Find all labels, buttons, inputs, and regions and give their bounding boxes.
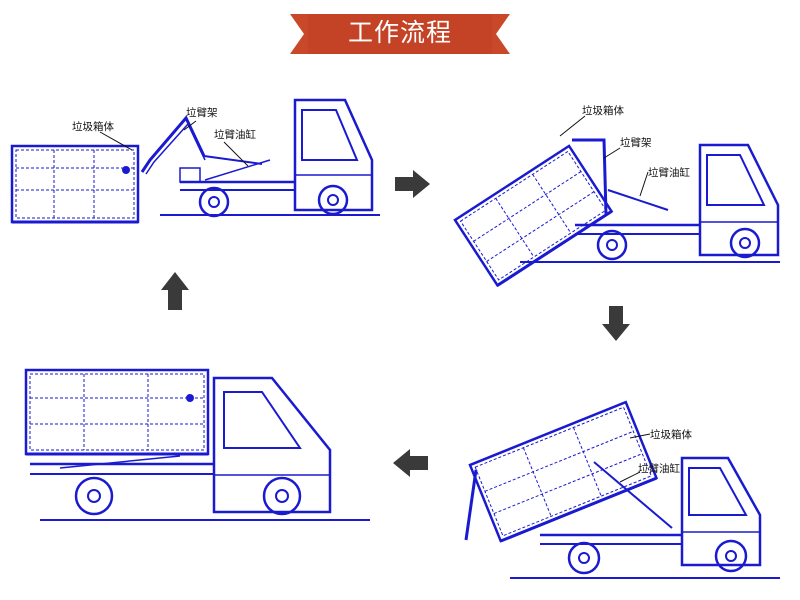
wheel (729, 227, 761, 259)
truck-cab (212, 376, 332, 514)
truck-cab (293, 98, 374, 212)
panel-3 (464, 400, 780, 579)
wheel (262, 476, 302, 516)
label-garbage-box: 垃圾箱体 (650, 428, 692, 441)
title-banner: 工作流程 (290, 8, 510, 60)
label-arm-cylinder: 垃臂油缸 (648, 166, 690, 179)
wheel (596, 229, 628, 261)
wheel (74, 476, 114, 516)
banner-shape (290, 14, 510, 54)
arm-cylinder (607, 189, 669, 211)
arm-frame (572, 138, 608, 215)
truck-chassis (179, 159, 295, 191)
banner-ribbon (290, 14, 510, 54)
garbage-container (10, 144, 140, 224)
label-arm-cylinder: 垃臂油缸 (214, 128, 256, 141)
panel-4 (24, 368, 370, 521)
arm-frame (140, 115, 263, 175)
arrow-right-icon (395, 170, 430, 198)
garbage-container (24, 368, 210, 456)
wheel (317, 184, 349, 216)
label-arm-frame: 垃臂架 (620, 136, 652, 149)
panel-2 (453, 115, 780, 288)
arrow-down-icon (602, 306, 630, 341)
arm-cylinder (593, 461, 673, 529)
label-arm-cylinder: 垃臂油缸 (638, 462, 680, 475)
rear-door (464, 469, 478, 541)
wheel (714, 539, 748, 573)
garbage-container (468, 400, 659, 543)
wheel (567, 541, 601, 575)
banner-shade (308, 14, 492, 54)
panel-1 (10, 98, 380, 224)
arrow-left-icon (393, 449, 428, 477)
label-garbage-box: 垃圾箱体 (582, 104, 624, 117)
arrow-up-icon (161, 272, 189, 310)
truck-cab (698, 143, 780, 257)
truck-cab (680, 456, 762, 567)
page-title: 工作流程 (347, 18, 452, 47)
garbage-container (453, 144, 614, 288)
flow-arrows (161, 170, 630, 477)
label-garbage-box: 垃圾箱体 (72, 120, 114, 133)
label-arm-frame: 垃臂架 (186, 106, 218, 119)
wheel (198, 186, 230, 218)
